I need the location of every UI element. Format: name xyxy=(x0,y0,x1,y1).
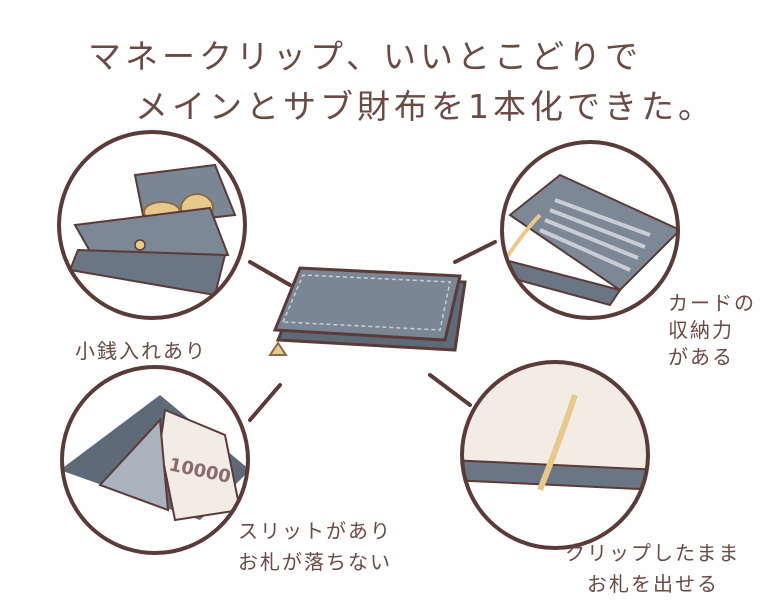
slit-circle: 10000 xyxy=(60,365,250,555)
connector-line xyxy=(428,373,472,407)
card-slots-circle xyxy=(500,140,680,320)
feature-label-clip: クリップしたまま お札を出せる xyxy=(565,541,741,596)
coin-pocket-circle xyxy=(57,130,247,320)
connector-line xyxy=(453,240,497,264)
connector-line xyxy=(248,383,282,422)
title-line-1: マネークリップ、いいとこどりで xyxy=(88,37,643,76)
feature-label-card-capacity: カードの 収納力 がある xyxy=(668,291,756,369)
title-line-2: メインとサブ財布を1本化できた。 xyxy=(135,87,715,126)
clip-circle xyxy=(460,360,650,550)
wallet-icon xyxy=(268,266,467,356)
feature-label-slit: スリットがあり お札が落ちない xyxy=(238,519,392,574)
feature-label-coin-pocket: 小銭入れあり xyxy=(75,339,207,363)
connector-line xyxy=(248,260,292,287)
